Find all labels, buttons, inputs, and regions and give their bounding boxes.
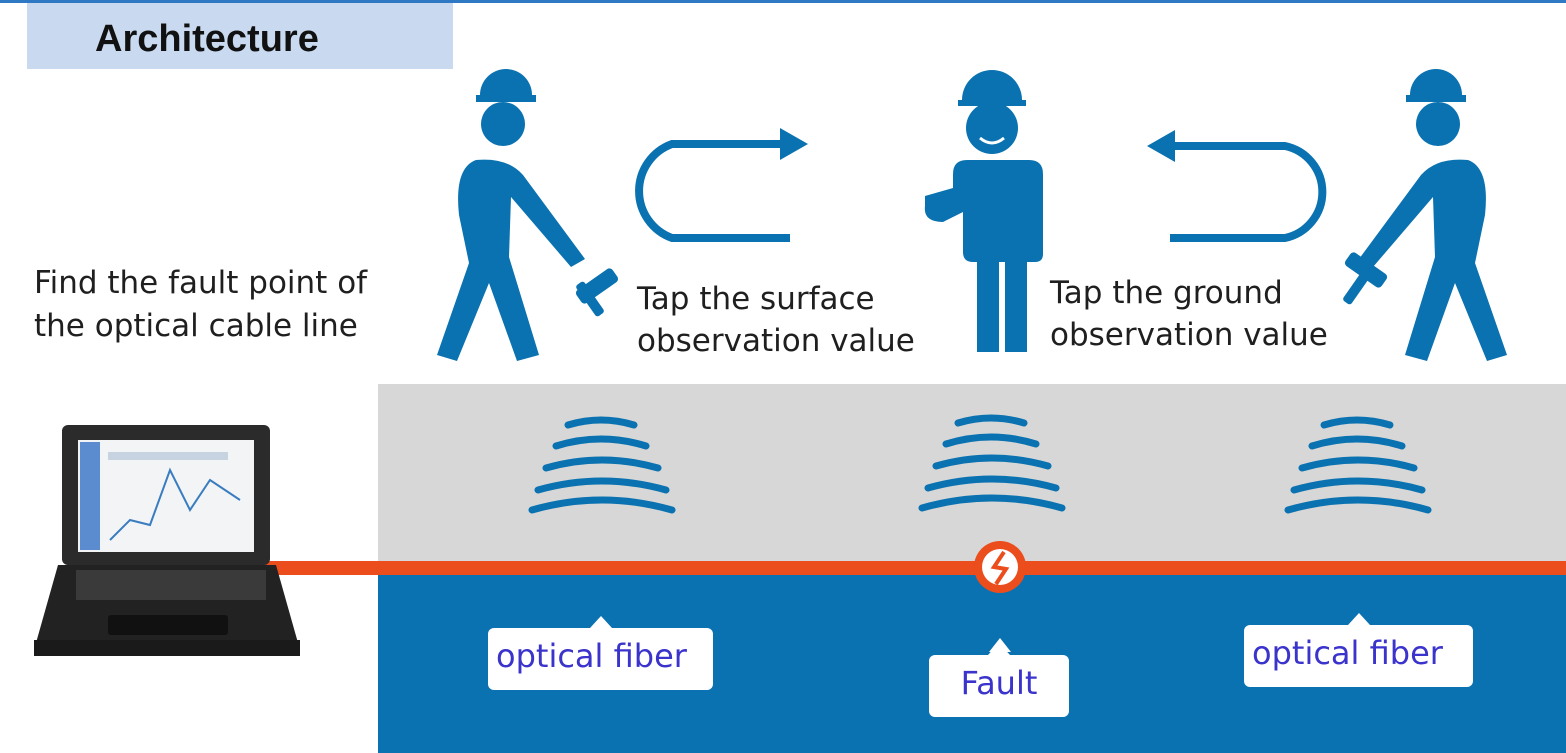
sound-wave-icon	[918, 414, 1066, 512]
u-turn-arrow-icon	[635, 140, 790, 242]
supervisor-icon	[924, 70, 1043, 352]
page-title: Architecture	[95, 18, 319, 60]
sound-wave-icon	[1284, 416, 1432, 514]
optical-fiber-label-right: optical fiber	[1244, 613, 1473, 687]
worker-with-hammer-icon	[437, 69, 619, 361]
rugged-laptop-icon	[34, 425, 300, 656]
ground-surface-band	[378, 384, 1566, 568]
fault-label: Fault	[929, 643, 1069, 717]
optical-cable-line	[262, 561, 1566, 575]
u-turn-arrow-icon	[1170, 142, 1327, 242]
intro-text: Find the fault point of the optical cabl…	[34, 265, 368, 344]
optical-fiber-label-left: optical fiber	[488, 616, 713, 690]
left-tap-caption: Tap the surface observation value	[637, 281, 915, 359]
sound-wave-icon	[528, 416, 676, 514]
fault-break-icon	[974, 541, 1026, 593]
worker-with-hammer-icon	[1343, 69, 1507, 361]
title-banner	[27, 3, 453, 69]
right-tap-caption: Tap the ground observation value	[1050, 275, 1328, 353]
top-rule	[0, 0, 1566, 3]
